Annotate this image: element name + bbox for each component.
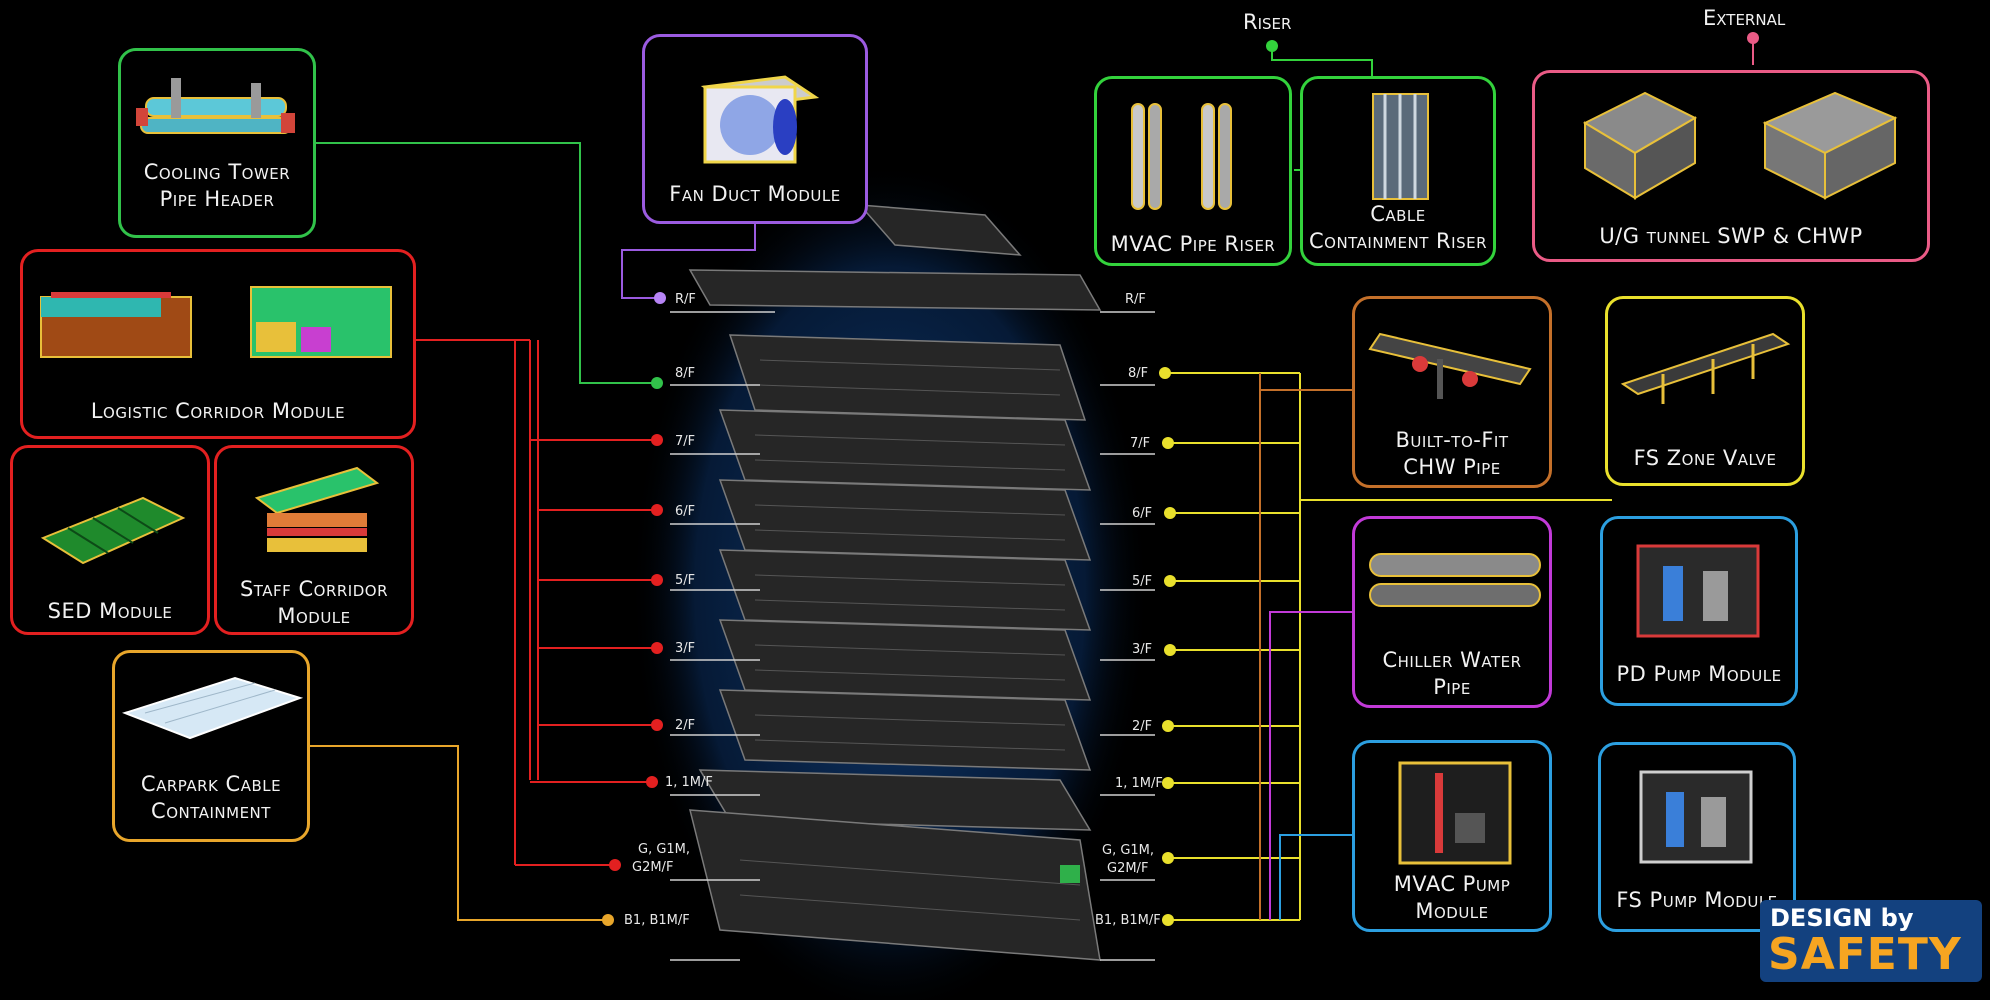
- external-label: External: [1703, 6, 1785, 30]
- floor-label-right-5f: 5/F: [1132, 574, 1152, 590]
- sed-thumbnail: [33, 478, 193, 578]
- floor-label-right-7f: 7/F: [1130, 436, 1150, 452]
- logo-line2: SAFETY: [1768, 932, 1962, 978]
- floor-label-right-8f: 8/F: [1128, 366, 1148, 382]
- built-to-fit-thumbnail: [1360, 309, 1550, 419]
- mvac-pump-thumbnail: [1385, 753, 1525, 873]
- floor-label-right-6f: 6/F: [1132, 506, 1152, 522]
- floor-label-left-3f: 3/F: [675, 641, 695, 657]
- ug-tunnel-thumbnail: [1555, 83, 1915, 203]
- pd-pump-caption: PD Pump Module: [1603, 661, 1795, 688]
- sed-module-box[interactable]: SED Module: [10, 445, 210, 635]
- chiller-thumbnail: [1360, 544, 1550, 624]
- sed-caption: SED Module: [13, 598, 207, 625]
- external-dot: [1747, 32, 1759, 44]
- carpark-thumbnail: [115, 668, 305, 758]
- built-to-fit-connector: [1260, 373, 1352, 390]
- floor-label-right-rf: R/F: [1125, 292, 1146, 308]
- floor-label-left-g: G, G1M,: [638, 842, 690, 858]
- floor-label-left-b1: B1, B1M/F: [624, 913, 690, 929]
- 8f-dot-left: [651, 377, 663, 389]
- pd-pump-thumbnail: [1623, 531, 1783, 646]
- logistic-corridor-thumbnail: [31, 267, 411, 377]
- carpark-connector: [310, 746, 608, 920]
- ug-tunnel-caption: U/G tunnel SWP & CHWP: [1535, 223, 1927, 250]
- floor-label-right-g2m: G2M/F: [1107, 861, 1148, 877]
- riser-dot: [1266, 40, 1278, 52]
- b1-dot-left: [602, 914, 614, 926]
- chiller-connector: [1270, 612, 1352, 920]
- design-by-safety-logo: DESIGN by SAFETY: [1760, 900, 1982, 982]
- mvac-pump-connector: [1280, 835, 1352, 920]
- red-connectors: [415, 340, 657, 865]
- ug-tunnel-box[interactable]: U/G tunnel SWP & CHWP: [1532, 70, 1930, 262]
- mvac-riser-caption: MVAC Pipe Riser: [1097, 231, 1289, 258]
- rf-dot-left: [654, 292, 666, 304]
- fs-pump-thumbnail: [1621, 757, 1781, 872]
- pd-pump-module-box[interactable]: PD Pump Module: [1600, 516, 1798, 706]
- yellow-dots: [1159, 367, 1176, 926]
- floor-label-left-8f: 8/F: [675, 366, 695, 382]
- logistic-corridor-caption: Logistic Corridor Module: [23, 398, 413, 425]
- floor-label-left-7f: 7/F: [675, 434, 695, 450]
- fs-zone-valve-box[interactable]: FS Zone Valve: [1605, 296, 1805, 486]
- cooling-tower-thumbnail: [131, 63, 307, 158]
- floor-label-right-g: G, G1M,: [1102, 843, 1154, 859]
- floor-label-right-1f: 1, 1M/F: [1115, 776, 1163, 792]
- floor-label-left-1f: 1, 1M/F: [665, 775, 713, 791]
- staff-corridor-thumbnail: [237, 458, 397, 568]
- floor-label-right-b1: B1, B1M/F: [1095, 913, 1161, 929]
- mvac-pipe-riser-box[interactable]: MVAC Pipe Riser: [1094, 76, 1292, 266]
- floor-label-right-2f: 2/F: [1132, 719, 1152, 735]
- green-marker: [1060, 865, 1080, 883]
- floor-label-right-3f: 3/F: [1132, 642, 1152, 658]
- mvac-riser-thumbnail: [1117, 94, 1277, 214]
- logo-line1: DESIGN by: [1770, 904, 1914, 932]
- riser-label: Riser: [1243, 10, 1291, 34]
- floor-label-left-g2m: G2M/F: [632, 860, 673, 876]
- floor-label-left-2f: 2/F: [675, 718, 695, 734]
- fs-zone-thumbnail: [1613, 314, 1803, 414]
- floor-label-left-5f: 5/F: [675, 573, 695, 589]
- floor-label-left-6f: 6/F: [675, 504, 695, 520]
- fs-zone-caption: FS Zone Valve: [1608, 445, 1802, 472]
- fan-duct-caption: Fan Duct Module: [645, 181, 865, 208]
- logistic-corridor-module-box[interactable]: Logistic Corridor Module: [20, 249, 416, 439]
- fan-duct-module-box[interactable]: Fan Duct Module: [642, 34, 868, 224]
- cable-riser-thumbnail: [1353, 89, 1453, 204]
- fan-duct-thumbnail: [685, 57, 825, 177]
- floor-label-left-rf: R/F: [675, 292, 696, 308]
